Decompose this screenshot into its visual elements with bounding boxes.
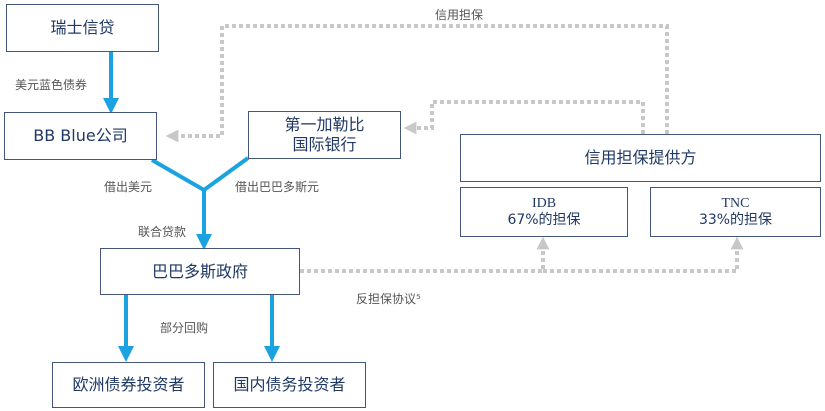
bb-blue-label: BB Blue公司 [33,126,128,145]
tnc-box: TNC 33%的担保 [650,187,821,237]
dotted-guarantor-to-bbblue [165,24,669,143]
label-lend-usd: 借出美元 [104,180,153,194]
bb-blue-box: BB Blue公司 [4,112,157,160]
label-counter-guarantee: 反担保协议⁵ [356,292,421,306]
label-credit-guarantee: 信用担保 [435,8,484,22]
label-lend-bbd: 借出巴巴多斯元 [235,180,320,194]
y-branch-left [151,158,205,192]
dotted-guarantor-to-fab [403,100,645,135]
first-caribbean-label-line2: 国际银行 [292,135,357,154]
y-branch-right [202,156,250,192]
credit-suisse-box: 瑞士信贷 [6,4,159,52]
idb-label-line2: 67%的担保 [507,212,581,228]
domestic-investors-box: 国内债务投资者 [213,362,366,408]
tnc-label-line1: TNC [721,195,750,211]
eu-investors-label: 欧洲债券投资者 [72,375,185,394]
barbados-gov-box: 巴巴多斯政府 [100,248,300,295]
first-caribbean-box: 第一加勒比 国际银行 [248,111,401,159]
domestic-investors-label: 国内债务投资者 [233,375,346,394]
guarantor-box: 信用担保提供方 [460,134,821,182]
label-blue-bond: 美元蓝色债券 [15,78,88,92]
dotted-gov-to-idb [300,236,550,273]
eu-investors-box: 欧洲债券投资者 [52,362,205,408]
tnc-label-line2: 33%的担保 [698,212,773,228]
dotted-gov-to-tnc [543,236,744,273]
first-caribbean-label-line1: 第一加勒比 [284,115,365,134]
idb-label-line1: IDB [531,195,557,211]
barbados-gov-label: 巴巴多斯政府 [151,261,248,281]
label-syndicated-loan: 联合贷款 [138,225,187,239]
guarantor-label: 信用担保提供方 [584,148,697,167]
label-partial-buyback: 部分回购 [160,321,209,335]
idb-box: IDB 67%的担保 [460,187,628,237]
credit-suisse-label: 瑞士信贷 [50,18,115,37]
